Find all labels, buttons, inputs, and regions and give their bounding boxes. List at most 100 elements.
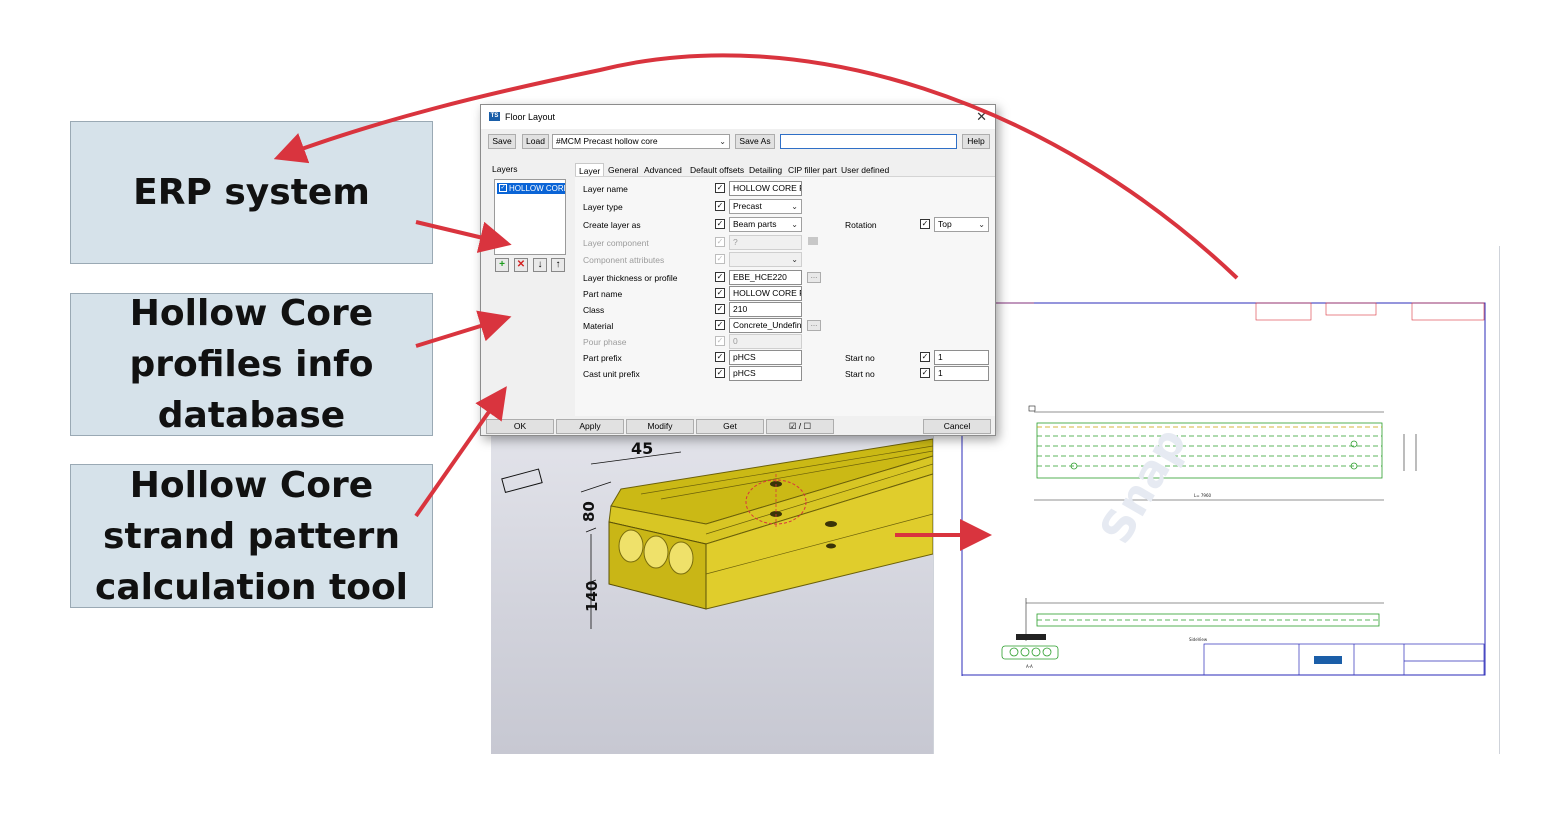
save-as-button[interactable]: Save As bbox=[735, 134, 775, 149]
chevron-down-icon: ⌄ bbox=[791, 202, 798, 211]
save-as-input[interactable] bbox=[780, 134, 957, 149]
layers-header: Layers bbox=[492, 164, 518, 174]
apply-button[interactable]: Apply bbox=[556, 419, 624, 434]
layer-type-select[interactable]: Precast ⌄ bbox=[729, 199, 802, 214]
part-name-checkbox[interactable]: ✓ bbox=[715, 288, 725, 298]
dialog-title: Floor Layout bbox=[505, 112, 556, 122]
part-prefix-input[interactable]: pHCS bbox=[729, 350, 802, 365]
layer-thickness-label: Layer thickness or profile bbox=[583, 273, 678, 283]
layer-checkbox[interactable]: ✓ bbox=[499, 184, 507, 192]
modify-button[interactable]: Modify bbox=[626, 419, 694, 434]
layer-component-button bbox=[808, 237, 818, 245]
preset-select[interactable]: #MCM Precast hollow core ⌄ bbox=[552, 134, 730, 149]
load-button[interactable]: Load bbox=[522, 134, 549, 149]
tab-advanced[interactable]: Advanced bbox=[644, 165, 682, 175]
tab-detailing[interactable]: Detailing bbox=[749, 165, 783, 175]
chevron-down-icon: ⌄ bbox=[791, 220, 798, 229]
material-checkbox[interactable]: ✓ bbox=[715, 320, 725, 330]
move-up-icon[interactable]: ↑ bbox=[551, 258, 565, 272]
layers-list[interactable]: ✓ HOLLOW CORE bbox=[494, 179, 566, 255]
layer-item-label: HOLLOW CORE bbox=[509, 184, 565, 193]
strand-label-line-3: calculation tool bbox=[94, 566, 409, 608]
strand-pattern-tool-box: Hollow Core strand pattern calculation t… bbox=[70, 464, 433, 608]
layer-component-checkbox: ✓ bbox=[715, 237, 725, 247]
chevron-down-icon: ⌄ bbox=[978, 220, 985, 229]
component-attributes-checkbox: ✓ bbox=[715, 254, 725, 264]
class-input[interactable]: 210 bbox=[729, 302, 802, 317]
hollow-core-profiles-label: Hollow Core profiles info database bbox=[129, 288, 373, 441]
toggle-all-button[interactable]: ☑ / ☐ bbox=[766, 419, 834, 434]
layer-name-label: Layer name bbox=[583, 184, 628, 194]
layer-component-input: ? bbox=[729, 235, 802, 250]
cast-unit-prefix-input[interactable]: pHCS bbox=[729, 366, 802, 381]
part-start-no-label: Start no bbox=[845, 353, 875, 363]
ok-button[interactable]: OK bbox=[486, 419, 554, 434]
strand-pattern-tool-label: Hollow Core strand pattern calculation t… bbox=[95, 460, 408, 613]
profiles-label-line-2: profiles info bbox=[129, 344, 374, 385]
layer-item-hollow-core[interactable]: ✓ HOLLOW CORE bbox=[497, 183, 565, 194]
cancel-button[interactable]: Cancel bbox=[923, 419, 991, 434]
floor-layout-dialog: TS Floor Layout ✕ Save Load #MCM Precast… bbox=[480, 104, 996, 436]
side-view-label: SideView bbox=[1189, 637, 1208, 642]
layer-thickness-checkbox[interactable]: ✓ bbox=[715, 272, 725, 282]
strand-label-line-1: Hollow Core bbox=[129, 464, 374, 506]
tab-user-defined[interactable]: User defined bbox=[841, 165, 890, 175]
create-layer-as-select[interactable]: Beam parts ⌄ bbox=[729, 217, 802, 232]
layer-component-label: Layer component bbox=[583, 238, 649, 248]
save-button[interactable]: Save bbox=[488, 134, 516, 149]
preset-select-value: #MCM Precast hollow core bbox=[556, 136, 658, 146]
erp-system-box: ERP system bbox=[70, 121, 433, 264]
dialog-button-bar: OK Apply Modify Get ☑ / ☐ Cancel bbox=[481, 417, 995, 436]
layer-name-input[interactable]: HOLLOW CORE P bbox=[729, 181, 802, 196]
close-icon[interactable]: ✕ bbox=[976, 109, 987, 124]
create-layer-as-value: Beam parts bbox=[733, 219, 777, 229]
tab-layer[interactable]: Layer bbox=[575, 163, 605, 177]
layer-thickness-input[interactable]: EBE_HCE220 bbox=[729, 270, 802, 285]
dim-140: 140 bbox=[583, 581, 601, 612]
tab-default-offsets[interactable]: Default offsets bbox=[690, 165, 745, 175]
material-label: Material bbox=[583, 321, 614, 331]
part-start-no-input[interactable]: 1 bbox=[934, 350, 989, 365]
rotation-label: Rotation bbox=[845, 220, 877, 230]
delete-icon[interactable]: ✕ bbox=[514, 258, 528, 272]
component-attributes-select: ⌄ bbox=[729, 252, 802, 267]
part-name-input[interactable]: HOLLOW CORE P bbox=[729, 286, 802, 301]
help-button[interactable]: Help bbox=[962, 134, 990, 149]
section-label: A-A bbox=[1026, 664, 1033, 669]
layer-type-value: Precast bbox=[733, 201, 762, 211]
create-layer-as-label: Create layer as bbox=[583, 220, 641, 230]
part-prefix-checkbox[interactable]: ✓ bbox=[715, 352, 725, 362]
tab-general[interactable]: General bbox=[608, 165, 639, 175]
part-start-no-checkbox[interactable]: ✓ bbox=[920, 352, 930, 362]
get-button[interactable]: Get bbox=[696, 419, 764, 434]
cast-unit-start-no-input[interactable]: 1 bbox=[934, 366, 989, 381]
part-prefix-label: Part prefix bbox=[583, 353, 622, 363]
material-input[interactable]: Concrete_Undefined bbox=[729, 318, 802, 333]
drawing-sheet[interactable]: L= 7960 SideView A-A bbox=[933, 246, 1500, 754]
profiles-label-line-1: Hollow Core bbox=[129, 293, 374, 334]
layer-name-checkbox[interactable]: ✓ bbox=[715, 183, 725, 193]
profile-browse-button[interactable]: … bbox=[807, 272, 821, 283]
rotation-value: Top bbox=[938, 219, 952, 229]
side-view bbox=[1036, 613, 1380, 627]
material-browse-button[interactable]: … bbox=[807, 320, 821, 331]
rotation-checkbox[interactable]: ✓ bbox=[920, 219, 930, 229]
move-down-icon[interactable]: ↓ bbox=[533, 258, 547, 272]
cast-unit-prefix-label: Cast unit prefix bbox=[583, 369, 640, 379]
cast-unit-prefix-checkbox[interactable]: ✓ bbox=[715, 368, 725, 378]
dim-80: 80 bbox=[580, 501, 598, 522]
add-icon[interactable]: + bbox=[495, 258, 509, 272]
part-name-label: Part name bbox=[583, 289, 623, 299]
erp-system-label: ERP system bbox=[133, 172, 370, 213]
drawing-frame bbox=[961, 302, 1486, 676]
rotation-select[interactable]: Top ⌄ bbox=[934, 217, 989, 232]
model-3d-viewport[interactable]: 45 80 140 bbox=[491, 434, 933, 754]
cast-unit-start-no-checkbox[interactable]: ✓ bbox=[920, 368, 930, 378]
class-checkbox[interactable]: ✓ bbox=[715, 304, 725, 314]
tab-cip-filler-part[interactable]: CIP filler part bbox=[788, 165, 837, 175]
create-layer-as-checkbox[interactable]: ✓ bbox=[715, 219, 725, 229]
hollow-core-profiles-box: Hollow Core profiles info database bbox=[70, 293, 433, 436]
layer-type-checkbox[interactable]: ✓ bbox=[715, 201, 725, 211]
cast-unit-start-no-label: Start no bbox=[845, 369, 875, 379]
class-label: Class bbox=[583, 305, 605, 315]
